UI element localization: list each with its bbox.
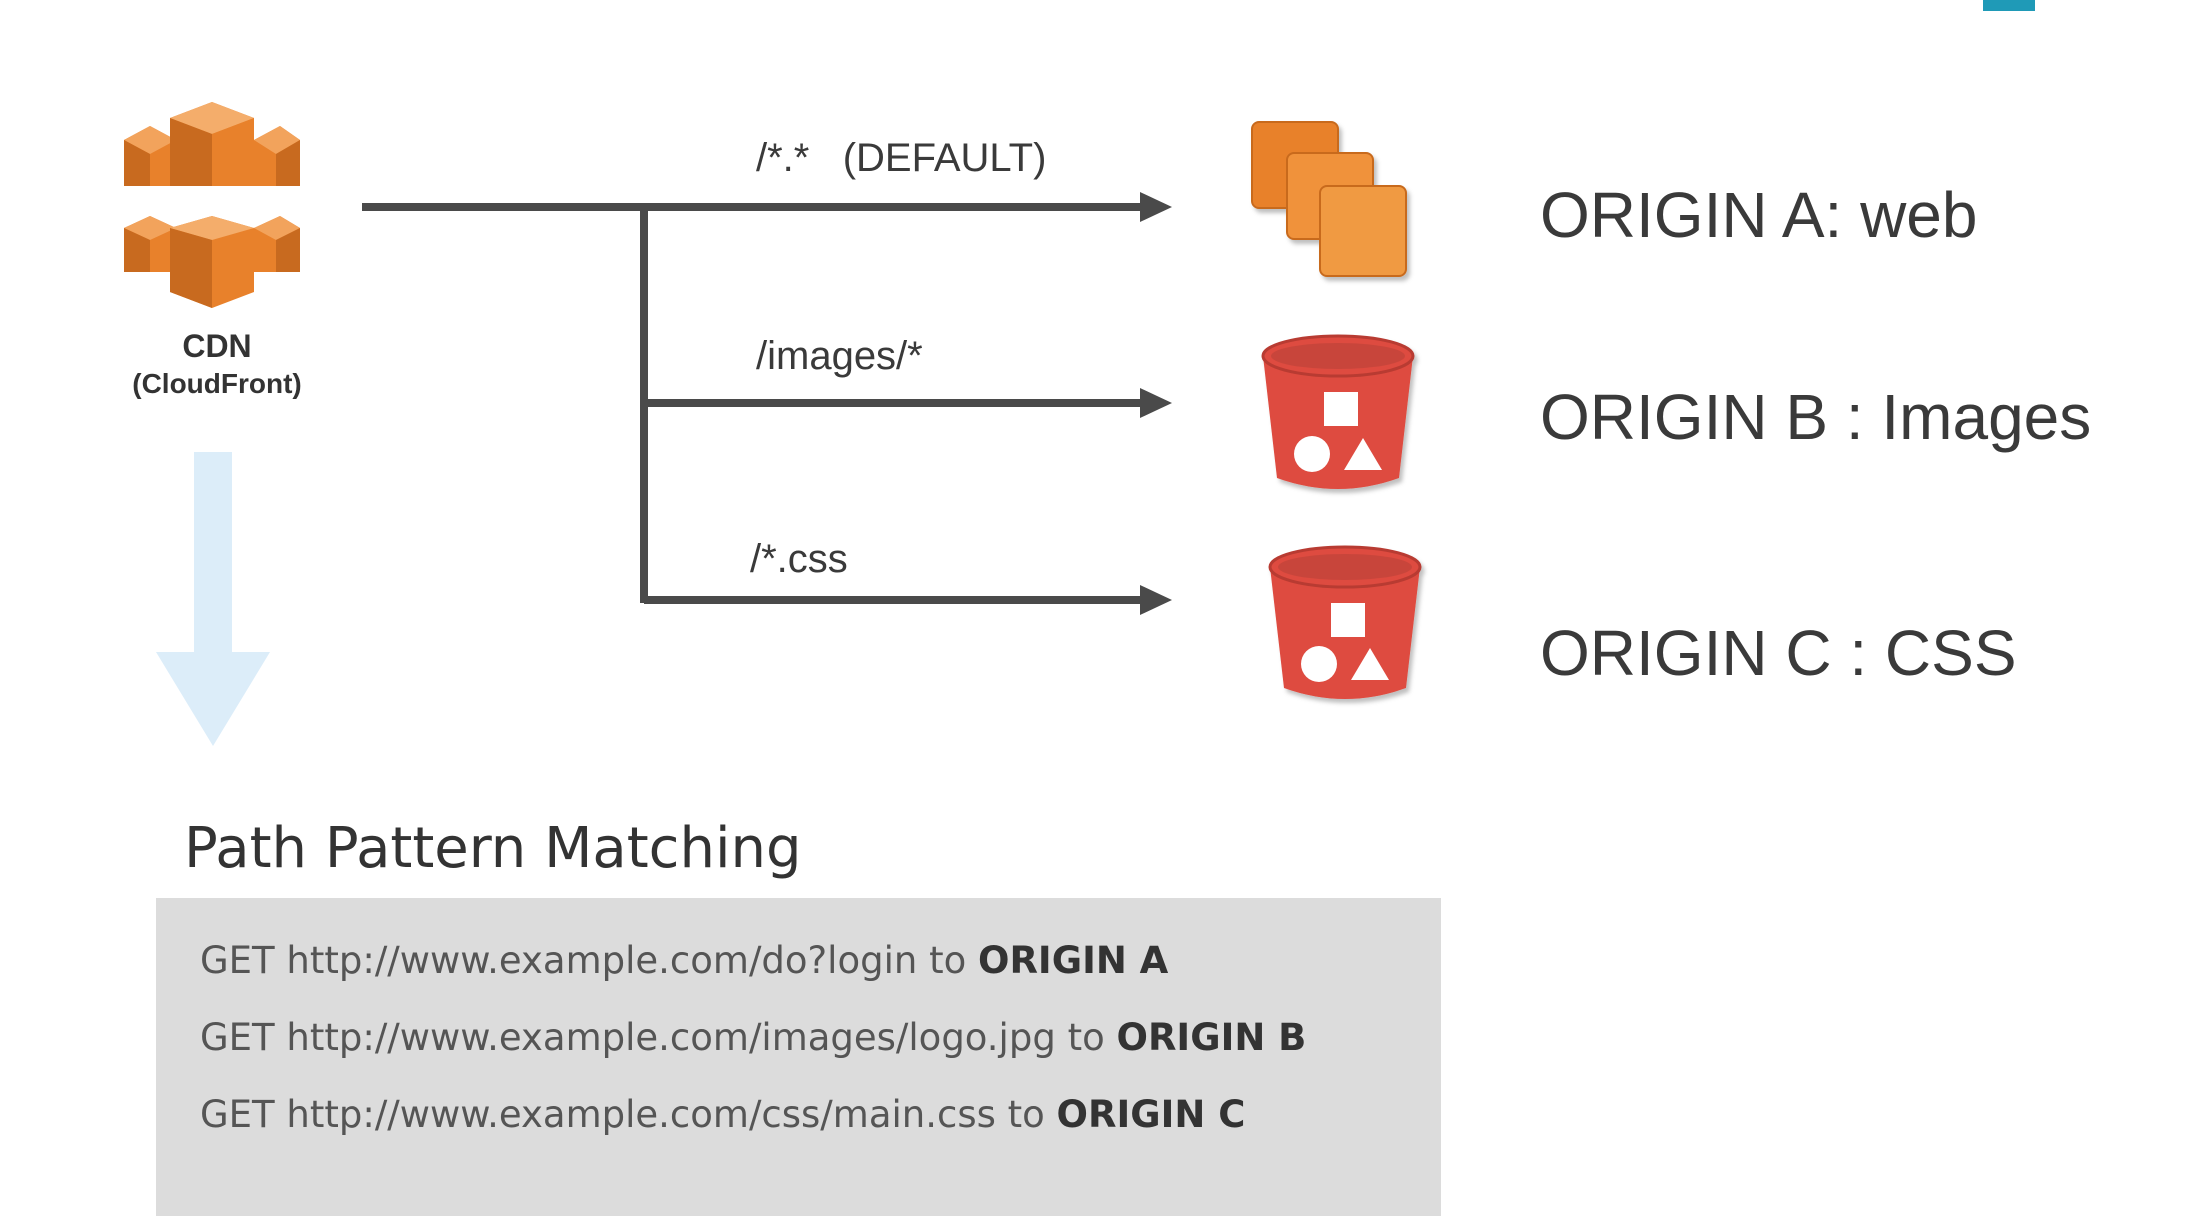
cloudfront-icon [124,102,300,308]
down-arrow [156,452,270,746]
route-label-images: /images/* [756,334,923,378]
route-connector-lines [362,203,1140,604]
origin-a-label: ORIGIN A: web [1540,179,1978,251]
path-pattern-list: GET http://www.example.com/do?login to O… [200,922,1306,1153]
target-origin: ORIGIN B [1116,1016,1307,1059]
corner-accent-mark [1983,0,2035,11]
cdn-subtitle: (CloudFront) [132,368,302,399]
path-pattern-row: GET http://www.example.com/css/main.css … [200,1076,1306,1153]
path-pattern-title: Path Pattern Matching [184,816,802,881]
cdn-label: CDN (CloudFront) [112,326,322,402]
route-arrow-css [1140,585,1172,615]
request-text: GET http://www.example.com/images/logo.j… [200,1016,1117,1059]
s3-bucket-icon [1268,545,1422,699]
s3-bucket-icon [1261,334,1415,489]
origin-b-label: ORIGIN B : Images [1540,381,2092,453]
route-label-default: /*.* (DEFAULT) [756,136,1047,180]
target-origin: ORIGIN C [1056,1093,1246,1136]
route-label-css: /*.css [750,537,848,581]
path-pattern-panel: GET http://www.example.com/do?login to O… [156,898,1441,1216]
route-arrow-default [1140,192,1172,222]
origin-c-label: ORIGIN C : CSS [1540,617,2017,689]
cdn-title: CDN [182,328,252,364]
path-pattern-row: GET http://www.example.com/do?login to O… [200,922,1306,999]
request-text: GET http://www.example.com/do?login to [200,939,978,982]
request-text: GET http://www.example.com/css/main.css … [200,1093,1057,1136]
path-pattern-row: GET http://www.example.com/images/logo.j… [200,999,1306,1076]
ec2-instances-icon [1251,121,1407,277]
target-origin: ORIGIN A [977,939,1169,982]
route-arrow-images [1140,388,1172,418]
